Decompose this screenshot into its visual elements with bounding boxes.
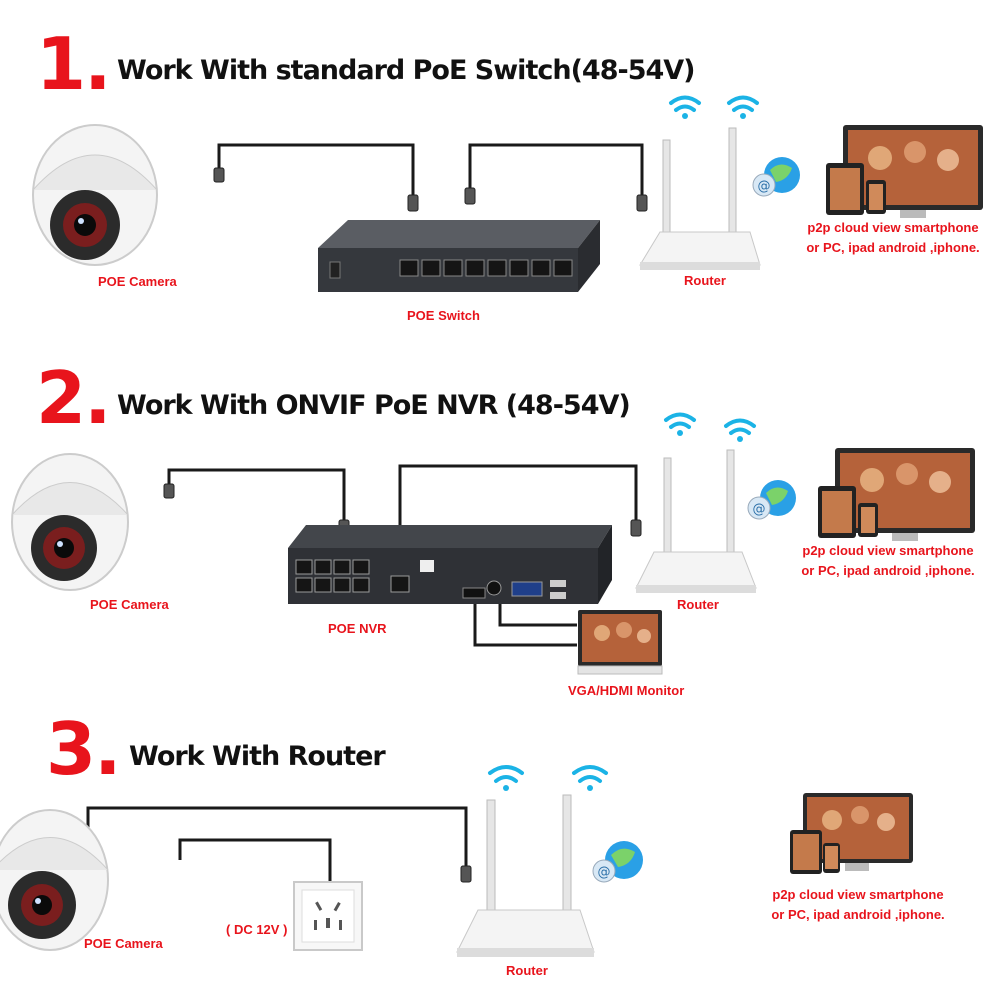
tablet-icon [790,830,822,874]
poe-switch-icon [318,220,600,292]
dome-camera-icon [0,809,109,951]
phone-icon [858,503,878,537]
section-2-p2p-line2: or PC, ipad android ,iphone. [801,563,975,578]
phone-icon [823,843,840,873]
section-2-router-label: Router [677,597,719,612]
dome-camera-icon [32,124,158,266]
section-3-camera-label: POE Camera [84,936,163,951]
wifi-icon [664,412,756,435]
section-2-p2p-line1: p2p cloud view smartphone [802,543,974,558]
router-icon [456,794,595,957]
section-3-title: Work With Router [129,741,386,772]
section-1-cables [217,143,644,200]
monitor-icon [577,610,663,675]
section-3-router-label: Router [506,963,548,978]
section-3-p2p-text: p2p cloud view smartphone or PC, ipad an… [758,885,958,925]
section-1-switch-label: POE Switch [407,308,480,323]
section-2-cables [167,464,638,647]
section-1-title: Work With standard PoE Switch(48-54V) [117,55,696,86]
section-3-p2p-line2: or PC, ipad android ,iphone. [771,907,945,922]
cloud-globe-icon: @ [747,480,796,520]
section-2-camera-label: POE Camera [90,597,169,612]
section-2-number: 2. [36,356,111,440]
nvr-icon [288,525,612,604]
router-icon [639,127,761,270]
tablet-icon [826,163,864,215]
section-2-nvr-label: POE NVR [328,621,387,636]
section-1-p2p-line2: or PC, ipad android ,iphone. [806,240,980,255]
rj45-plug-icon [213,167,648,212]
section-2-monitor-label: VGA/HDMI Monitor [568,683,685,698]
wifi-icon [488,765,608,783]
cloud-globe-icon: @ [752,157,800,197]
section-2-title: Work With ONVIF PoE NVR (48-54V) [117,390,631,421]
section-3-p2p-line1: p2p cloud view smartphone [772,887,944,902]
section-1-p2p-line1: p2p cloud view smartphone [807,220,979,235]
wifi-icon [669,95,759,112]
rj45-plug-icon [460,865,472,883]
section-1-camera-label: POE Camera [98,274,177,289]
svg-text:@: @ [598,865,611,880]
section-1-number: 1. [36,22,111,106]
section-1-router-label: Router [684,273,726,288]
section-3-cables [86,806,468,885]
dome-camera-icon [11,453,129,591]
section-1-p2p-text: p2p cloud view smartphone or PC, ipad an… [793,218,993,258]
svg-text:@: @ [753,502,766,517]
section-2-p2p-text: p2p cloud view smartphone or PC, ipad an… [788,541,988,581]
svg-text:@: @ [758,179,771,194]
section-3-power-label: ( DC 12V ) [226,922,288,937]
cloud-globe-icon: @ [592,841,643,883]
tablet-icon [818,486,856,538]
phone-icon [866,180,886,214]
router-icon [635,449,757,593]
section-3-number: 3. [46,707,121,791]
wall-outlet-icon [293,881,363,951]
